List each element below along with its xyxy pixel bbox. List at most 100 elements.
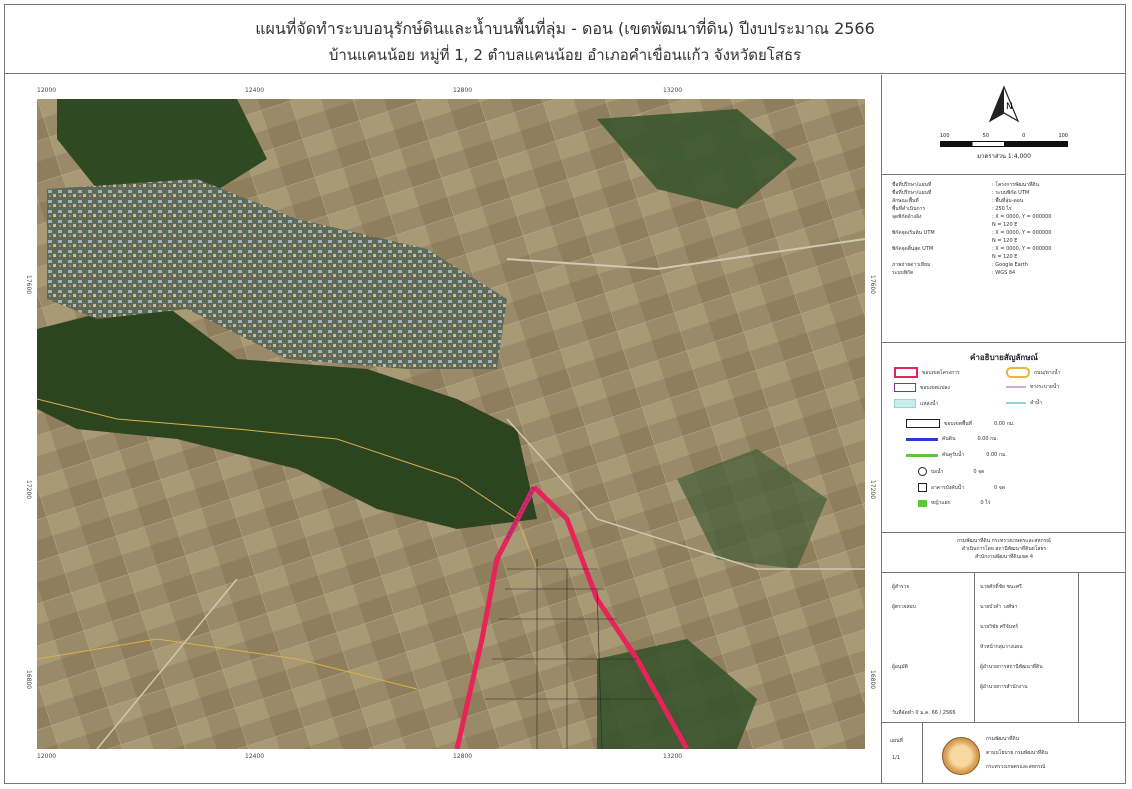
green-rect-icon (918, 499, 927, 507)
coord-left-2: 17200 (25, 480, 32, 500)
sheet-number: 1/1 (892, 755, 901, 761)
info-row: พิกัดจุดสิ้นสุด UTM : X = 0000, Y = 00000… (892, 245, 1116, 253)
table-person: หัวหน้ากลุ่มวางแผน (980, 644, 1023, 650)
coord-left-3: 16800 (25, 670, 32, 690)
map-title: แผนที่จัดทำระบบอนุรักษ์ดินและน้ำบนพื้นที… (5, 5, 1125, 74)
pink-rect-icon (894, 367, 918, 378)
footer-org-3: กระทรวงเกษตรและสหกรณ์ (986, 764, 1046, 770)
footer-box: แผนที่ 1/1 กรมพัฒนาที่ดิน ตามนโยบาย กรมพ… (882, 723, 1126, 783)
title-line-2: บ้านแคนน้อย หมู่ที่ 1, 2 ตำบลแคนน้อย อำเ… (328, 46, 802, 64)
legend-item-water: แหล่งน้ำ (894, 399, 938, 408)
scale-tick-1: 100 (940, 133, 950, 139)
table-person: นายบัวคำ วงศ์ษา (980, 604, 1018, 610)
scale-graphic (940, 141, 1068, 147)
info-row: พิกัดจุดเริ่มต้น UTM : X = 0000, Y = 0000… (892, 229, 1116, 237)
yellow-line-icon (1006, 367, 1030, 378)
info-row: ลักษณะพื้นที่ : พื้นที่ลุ่ม-ดอน (892, 197, 1116, 205)
info-key: ลักษณะพื้นที่ (892, 198, 919, 204)
info-key: พื้นที่ดำเนินการ (892, 206, 926, 212)
legend-item-vetiver: หญ้าแฝก 0 ไร่ (918, 499, 991, 507)
info-value: : X = 0000, Y = 000000 (992, 230, 1052, 236)
north-arrow-icon: N (988, 85, 1020, 123)
ldd-seal-logo (942, 737, 980, 775)
info-value: : X = 0000, Y = 000000 (992, 246, 1052, 252)
coord-top-1: 12000 (37, 87, 57, 94)
date-line: วันที่จัดทำ 0 ม.ค. 66 / 2566 (892, 710, 956, 716)
drain-line-icon (1006, 386, 1026, 388)
info-row: ภาพถ่ายดาวเทียม: Google Earth (892, 261, 1116, 269)
credit-line-3: สำนักงานพัฒนาที่ดินเขต 4 (974, 554, 1034, 560)
info-row: จุดพิกัดอ้างอิง: X = 0000, Y = 000000 (892, 213, 1116, 221)
info-row: ระบบพิกัด : WGS 84 (892, 269, 1116, 277)
info-key (892, 253, 992, 261)
info-row: N = 120 E (892, 237, 1116, 245)
legend-item-project-boundary: ขอบเขตโครงการ (894, 367, 960, 378)
coord-right-2: 17200 (869, 480, 876, 500)
scale-ratio: มาตราส่วน 1:4,000 (977, 153, 1031, 160)
circle-icon (918, 467, 927, 476)
info-value: N = 120 E (992, 222, 1018, 228)
sheet-label: แผนที่ (890, 738, 903, 744)
scale-tick-2: 50 (982, 133, 990, 139)
info-key: พิกัดจุดเริ่มต้น UTM (892, 230, 935, 236)
credit-line-2: ดำเนินการโดย สถานีพัฒนาที่ดินยโสธร (961, 546, 1047, 552)
info-row: N = 120 E (892, 253, 1116, 261)
title-line-1: แผนที่จัดทำระบบอนุรักษ์ดินและน้ำบนพื้นที… (255, 19, 875, 38)
legend-item-ditch: คันคูรับน้ำ 0.00 กม. (906, 451, 1007, 459)
info-value: : พื้นที่ลุ่ม-ดอน (992, 198, 1024, 204)
info-key: พิกัดจุดสิ้นสุด UTM (892, 246, 934, 252)
map-sheet: แผนที่จัดทำระบบอนุรักษ์ดินและน้ำบนพื้นที… (4, 4, 1126, 784)
coord-top-2: 12400 (245, 87, 265, 94)
info-key: ระบบพิกัด (892, 270, 914, 276)
info-value: : โครงการพัฒนาที่ดิน (992, 182, 1039, 188)
legend-box: คำอธิบายสัญลักษณ์ ขอบเขตโครงการ ถนน/ทางน… (882, 343, 1126, 533)
legend-item-stream: ลำน้ำ (1006, 399, 1042, 407)
map-info-box: ชื่อที่ปรึกษา/แผนที่ : โครงการพัฒนาที่ดิน… (882, 175, 1126, 343)
satellite-map-svg (37, 99, 865, 749)
table-role: ผู้สำรวจ (892, 584, 910, 590)
footer-org-1: กรมพัฒนาที่ดิน (986, 736, 1020, 742)
coord-bottom-2: 12400 (245, 753, 265, 760)
legend-item-drain: ทางระบายน้ำ (1006, 383, 1059, 391)
info-key: ภาพถ่ายดาวเทียม (892, 262, 931, 268)
table-person: นายศักดิ์ชัย ชนะศรี (980, 584, 1022, 590)
table-person: ผู้อำนวยการสถานีพัฒนาที่ดิน (980, 664, 1043, 670)
legend-item-dike: คันดิน 0.00 กม. (906, 435, 998, 443)
coord-right-3: 16800 (869, 670, 876, 690)
table-person: ผู้อำนวยการสำนักงาน (980, 684, 1028, 690)
info-key: ชื่อที่ปรึกษา/แผนที่ (892, 182, 932, 188)
satellite-image (37, 99, 865, 749)
blue-line-icon (906, 437, 938, 441)
coord-bottom-4: 13200 (663, 753, 683, 760)
map-frame: 12000 12400 12800 13200 12000 12400 1280… (23, 85, 879, 765)
coord-left-1: 17600 (25, 275, 32, 295)
info-key: ชื่อที่ปรึกษา/แผนที่ (892, 190, 932, 196)
coord-bottom-3: 12800 (453, 753, 473, 760)
info-key: จุดพิกัดอ้างอิง (892, 214, 922, 220)
info-row: ชื่อที่ปรึกษา/แผนที่ : โครงการพัฒนาที่ดิน (892, 181, 1116, 189)
purple-rect-icon (894, 383, 916, 392)
north-scale-box: N 100 50 0 100 มาตราส่วน 1:4,000 (882, 75, 1126, 175)
scale-tick-3: 0 (1022, 133, 1026, 139)
info-key (892, 221, 992, 229)
info-value: : 250 ไร่ (992, 206, 1012, 212)
info-value: : WGS 84 (992, 270, 1016, 276)
scale-tick-4: 100 (1058, 133, 1068, 139)
table-person: นายวิชัย ศรีจันทร์ (980, 624, 1019, 630)
info-row: ชื่อที่ปรึกษา/แผนที่ : ระบบพิกัด UTM (892, 189, 1116, 197)
square-icon (918, 483, 927, 492)
table-role: ผู้อนุมัติ (892, 664, 908, 670)
info-value: N = 120 E (992, 238, 1018, 244)
info-value: : ระบบพิกัด UTM (992, 190, 1030, 196)
legend-item-area: ขอบเขตพื้นที่ 0.00 กม. (906, 419, 1015, 428)
scale-bar: 100 50 0 100 มาตราส่วน 1:4,000 (940, 133, 1068, 161)
coord-top-4: 13200 (663, 87, 683, 94)
coord-top-3: 12800 (453, 87, 473, 94)
green-line-icon (906, 453, 938, 457)
table-role: ผู้ตรวจสอบ (892, 604, 916, 610)
legend-title: คำอธิบายสัญลักษณ์ (970, 353, 1038, 362)
legend-item-structure: อาคารบังคับน้ำ 0 จุด (918, 483, 1005, 492)
stream-line-icon (1006, 402, 1026, 404)
credits-box: กรมพัฒนาที่ดิน กระทรวงเกษตรและสหกรณ์ ดำเ… (882, 533, 1126, 573)
credit-line-1: กรมพัฒนาที่ดิน กระทรวงเกษตรและสหกรณ์ (957, 538, 1051, 544)
